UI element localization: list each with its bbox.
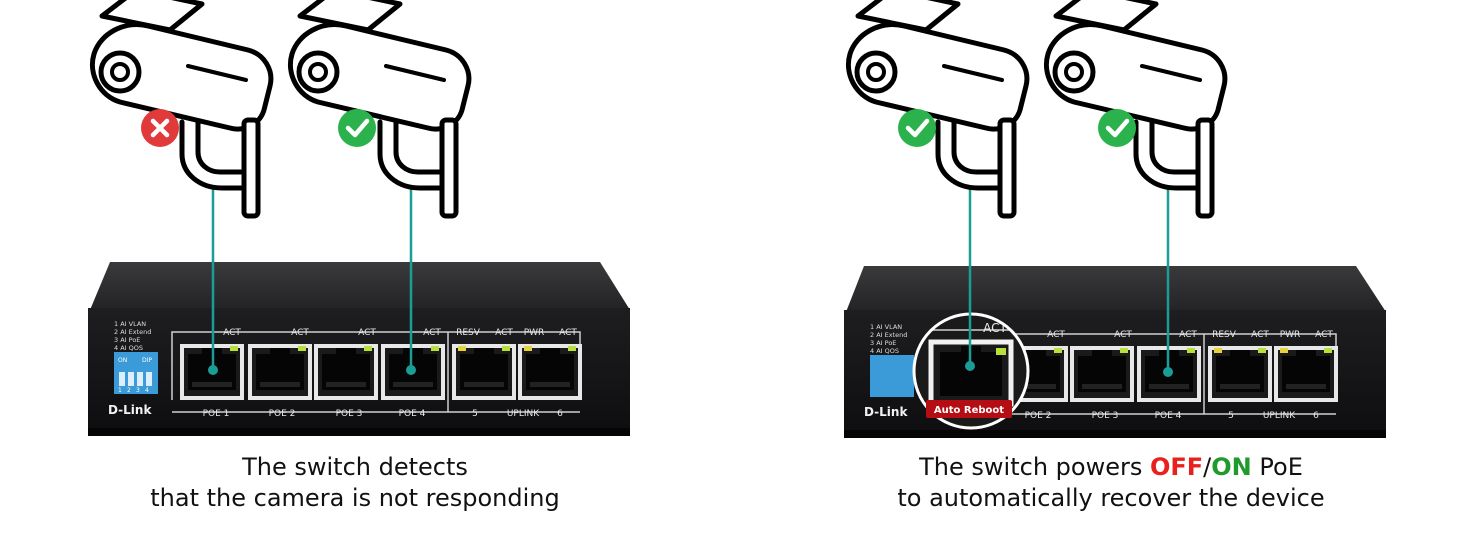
bottom-label-2: POE 2 — [269, 409, 296, 419]
dip-labels: 1 AI VLAN 2 AI Extend 3 AI PoE 4 AI QOS … — [114, 320, 152, 394]
cable-dot-right-1 — [965, 361, 975, 371]
port-poe3 — [314, 344, 378, 400]
bottom-label-3: POE 3 — [336, 409, 363, 419]
caption-left-line2: that the camera is not responding — [150, 484, 560, 512]
top-label-r5: RESV — [1212, 330, 1237, 340]
camera-right-2 — [1046, 0, 1224, 216]
port-r-5 — [1208, 346, 1272, 402]
top-label-2: ACT — [291, 328, 309, 338]
top-label-r4: ACT — [1179, 330, 1197, 340]
dip-num-4: 4 — [145, 387, 149, 394]
dip-num-2: 2 — [127, 387, 131, 394]
port-6 — [518, 344, 582, 400]
top-label-4: ACT — [423, 328, 441, 338]
port-r-6 — [1274, 346, 1338, 402]
top-label-r3: ACT — [1114, 330, 1132, 340]
dip-label-r1: 1 AI VLAN — [870, 323, 902, 331]
dip-dip-label: DIP — [142, 357, 152, 364]
top-label-5: RESV — [456, 328, 481, 338]
top-labels: ACT ACT ACT ACT RESV ACT PWR ACT — [223, 328, 577, 338]
dip-switch-right — [870, 355, 914, 397]
top-label-3: ACT — [358, 328, 376, 338]
bottom-label-5: 5 — [472, 409, 478, 419]
left-switch: 1 AI VLAN 2 AI Extend 3 AI PoE 4 AI QOS … — [88, 262, 630, 436]
top-labels-right: ACT ACT ACT RESV ACT PWR ACT — [1047, 330, 1333, 340]
top-label-r8: ACT — [1315, 330, 1333, 340]
bottom-label-6: UPLINK — [507, 409, 540, 419]
dip-label-3: 3 AI PoE — [114, 336, 140, 344]
left-panel: 1 AI VLAN 2 AI Extend 3 AI PoE 4 AI QOS … — [88, 0, 630, 436]
auto-reboot-badge: Auto Reboot — [926, 400, 1012, 418]
dip-label-r2: 2 AI Extend — [870, 331, 907, 339]
left-cables — [211, 188, 413, 370]
caption-right: The switch powers OFF/ON PoE to automati… — [855, 452, 1367, 514]
dip-label-r3: 3 AI PoE — [870, 339, 896, 347]
magnified-act-label: ACT — [983, 321, 1007, 335]
camera-right-1 — [848, 0, 1026, 216]
top-label-r2: ACT — [1047, 330, 1065, 340]
bottom-label-r2: POE 2 — [1025, 411, 1052, 421]
check-icon — [338, 109, 376, 147]
ports — [180, 344, 582, 400]
right-cables — [968, 188, 1170, 372]
top-label-r6: ACT — [1251, 330, 1269, 340]
slash-text: / — [1203, 453, 1212, 481]
cable-dot-right-2 — [1163, 367, 1173, 377]
bottom-label-r5: 5 — [1228, 411, 1234, 421]
bottom-labels: POE 1 POE 2 POE 3 POE 4 5 UPLINK 6 — [203, 409, 564, 419]
cable-dot-left-2 — [406, 365, 416, 375]
port-r-poe3 — [1070, 346, 1134, 402]
check-icon — [1098, 109, 1136, 147]
top-label-8: ACT — [559, 328, 577, 338]
caption-left-line1: The switch detects — [242, 453, 468, 481]
dip-label-4: 4 AI QOS — [114, 344, 143, 352]
brand-logo: D-Link — [108, 403, 152, 417]
cable-dot-left-1 — [208, 365, 218, 375]
bottom-label-4: POE 4 — [399, 409, 426, 419]
top-label-r7: PWR — [1280, 330, 1301, 340]
bottom-label-r6: UPLINK — [1263, 411, 1296, 421]
caption-right-text-b: PoE — [1251, 453, 1303, 481]
error-x-icon — [141, 109, 179, 147]
bottom-label-1: POE 1 — [203, 409, 230, 419]
dip-label-2: 2 AI Extend — [114, 328, 151, 336]
top-label-6: ACT — [495, 328, 513, 338]
dip-switch — [114, 352, 158, 394]
check-icon — [898, 109, 936, 147]
bottom-label-7: 6 — [557, 409, 563, 419]
auto-reboot-label: Auto Reboot — [934, 405, 1004, 416]
port-leds-right — [1054, 348, 1332, 353]
port-leds — [230, 346, 576, 351]
dip-label-r4: 4 AI QOS — [870, 347, 899, 355]
right-panel: 1 AI VLAN 2 AI Extend 3 AI PoE 4 AI QOS … — [844, 0, 1386, 438]
dip-num-3: 3 — [136, 387, 140, 394]
caption-right-line1: The switch powers OFF/ON PoE — [855, 452, 1367, 483]
on-text: ON — [1211, 453, 1252, 481]
brand-logo-right: D-Link — [864, 405, 908, 419]
camera-left-2 — [290, 0, 468, 216]
caption-right-text-a: The switch powers — [919, 453, 1150, 481]
port-poe2 — [248, 344, 312, 400]
bottom-labels-right: POE 2 POE 3 POE 4 5 UPLINK 6 — [1025, 411, 1320, 421]
port-5 — [452, 344, 516, 400]
dip-labels-right: 1 AI VLAN 2 AI Extend 3 AI PoE 4 AI QOS — [870, 323, 907, 355]
bottom-label-r7: 6 — [1313, 411, 1319, 421]
bottom-label-r3: POE 3 — [1092, 411, 1119, 421]
dip-on-label: ON — [118, 357, 127, 364]
caption-right-line2: to automatically recover the device — [897, 484, 1325, 512]
top-label-1: ACT — [223, 328, 241, 338]
caption-left: The switch detects that the camera is no… — [100, 452, 610, 514]
top-label-7: PWR — [524, 328, 545, 338]
dip-num-1: 1 — [118, 387, 122, 394]
dip-label-1: 1 AI VLAN — [114, 320, 146, 328]
camera-left-1 — [92, 0, 270, 216]
off-text: OFF — [1149, 453, 1204, 481]
bottom-label-r4: POE 4 — [1155, 411, 1182, 421]
